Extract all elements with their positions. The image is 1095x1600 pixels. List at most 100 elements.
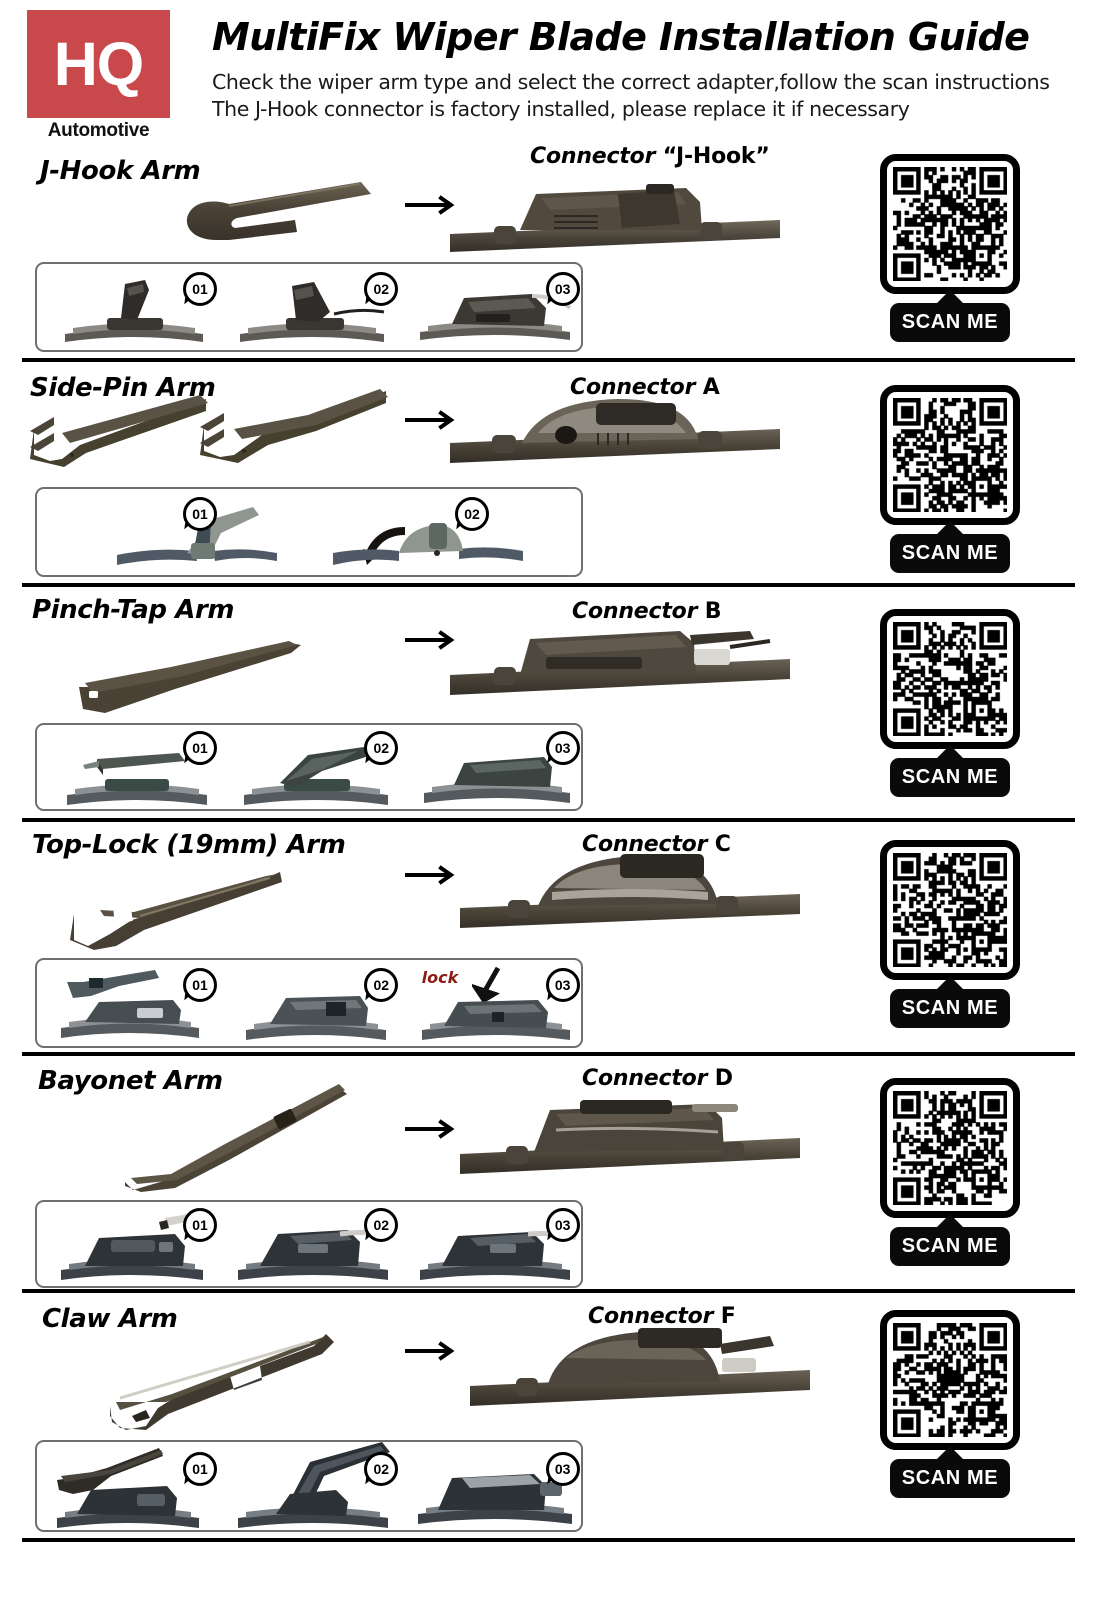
flow-arrow-icon xyxy=(405,627,461,653)
connector-illustration-a xyxy=(450,395,780,477)
qr-block[interactable]: SCAN ME xyxy=(860,385,1040,573)
step-number: 01 xyxy=(192,506,208,522)
step-cell: 01 xyxy=(37,725,218,809)
scan-me-badge[interactable]: SCAN ME xyxy=(890,745,1010,797)
step-number: 02 xyxy=(373,977,390,993)
flow-arrow-icon xyxy=(405,1116,461,1142)
connector-title: Connector D xyxy=(582,1066,733,1091)
arm-illustration-side-pin-2 xyxy=(190,387,390,475)
scan-me-badge[interactable]: SCAN ME xyxy=(890,1214,1010,1266)
step-badge: 02 xyxy=(364,1208,399,1242)
step-illustration xyxy=(240,978,392,1046)
step-badge: 01 xyxy=(183,272,217,306)
step-cell: 02 xyxy=(218,960,399,1046)
step-badge: 01 xyxy=(183,497,217,531)
step-cell: 02 xyxy=(218,1202,399,1286)
connector-code: A xyxy=(702,375,720,400)
arm-illustration-j-hook xyxy=(145,178,375,258)
section-bayonet: Bayonet Arm Connector D xyxy=(0,1052,1095,1293)
step-badge: 02 xyxy=(455,497,489,531)
connector-code: “J-Hook” xyxy=(662,144,770,169)
section-pinch-tap: Pinch-Tap Arm Connector B xyxy=(0,585,1095,822)
qr-block[interactable]: SCAN ME xyxy=(860,154,1040,342)
qr-block[interactable]: SCAN ME xyxy=(860,1310,1040,1498)
step-illustration xyxy=(414,274,580,348)
connector-illustration-f xyxy=(470,1322,810,1418)
step-cell: 02 xyxy=(218,264,399,350)
connector-prefix: Connector xyxy=(572,599,698,624)
step-badge: 01 xyxy=(183,1452,217,1486)
step-number: 01 xyxy=(192,1217,208,1233)
header-text-block: MultiFix Wiper Blade Installation Guide … xyxy=(212,15,1082,123)
step-cell: 01 xyxy=(37,489,309,575)
qr-code[interactable] xyxy=(880,385,1020,525)
connector-code: B xyxy=(704,599,722,624)
qr-code[interactable] xyxy=(880,1310,1020,1450)
section-divider xyxy=(22,1538,1075,1542)
arm-illustration-claw xyxy=(110,1332,340,1432)
step-illustration xyxy=(412,1452,580,1530)
scan-me-badge[interactable]: SCAN ME xyxy=(890,290,1010,342)
scan-me-badge[interactable]: SCAN ME xyxy=(890,1446,1010,1498)
step-illustration xyxy=(117,503,277,575)
connector-prefix: Connector xyxy=(570,375,696,400)
logo-text: HQ xyxy=(53,29,144,98)
scan-me-badge[interactable]: SCAN ME xyxy=(890,521,1010,573)
connector-prefix: Connector xyxy=(582,832,708,857)
step-cell: 02 xyxy=(218,725,399,809)
qr-block[interactable]: SCAN ME xyxy=(860,840,1040,1028)
step-illustration xyxy=(418,737,578,809)
step-box: 01 02 lock xyxy=(35,958,583,1048)
qr-code[interactable] xyxy=(880,840,1020,980)
step-badge: 02 xyxy=(364,968,399,1002)
step-badge: 03 xyxy=(545,731,580,765)
section-divider xyxy=(22,358,1075,362)
flow-arrow-icon xyxy=(405,1338,461,1364)
step-illustration xyxy=(61,735,213,809)
step-number: 01 xyxy=(192,1461,208,1477)
step-cell: 03 xyxy=(400,1202,581,1286)
step-illustration xyxy=(234,272,394,348)
qr-code[interactable] xyxy=(880,154,1020,294)
scan-me-label: SCAN ME xyxy=(901,1467,999,1489)
qr-block[interactable]: SCAN ME xyxy=(860,1078,1040,1266)
qr-code[interactable] xyxy=(880,609,1020,749)
connector-illustration-b xyxy=(450,617,790,707)
page-header: HQ Automotive MultiFix Wiper Blade Insta… xyxy=(0,0,1095,150)
step-badge: 02 xyxy=(364,272,399,306)
step-cell: 01 xyxy=(37,1202,218,1286)
header-subtitle-1: Check the wiper arm type and select the … xyxy=(212,69,1050,94)
step-badge: 03 xyxy=(545,1208,580,1242)
step-illustration xyxy=(416,986,576,1046)
step-badge: 01 xyxy=(183,731,217,765)
step-cell: 01 xyxy=(37,264,218,350)
connector-title: Connector C xyxy=(582,832,731,857)
connector-code: D xyxy=(714,1066,733,1091)
section-top-lock: Top-Lock (19mm) Arm Connector C xyxy=(0,818,1095,1056)
connector-illustration-c xyxy=(460,848,800,940)
page-title: MultiFix Wiper Blade Installation Guide xyxy=(212,15,1030,59)
step-number: 03 xyxy=(554,740,571,756)
qr-code[interactable] xyxy=(880,1078,1020,1218)
connector-illustration-j-hook xyxy=(450,172,780,262)
arm-illustration-bayonet xyxy=(125,1082,360,1192)
connector-title: Connector “J-Hook” xyxy=(530,144,770,169)
scan-me-badge[interactable]: SCAN ME xyxy=(890,976,1010,1028)
step-illustration xyxy=(51,1446,207,1530)
step-cell: 03 xyxy=(400,1442,581,1530)
step-illustration xyxy=(333,507,523,575)
arm-illustration-side-pin xyxy=(20,393,210,471)
flow-arrow-icon xyxy=(405,862,461,888)
step-badge: 03 xyxy=(545,272,580,306)
step-badge: 03 xyxy=(545,1452,580,1486)
arm-title: Top-Lock (19mm) Arm xyxy=(32,830,346,860)
step-number: 03 xyxy=(554,1461,571,1477)
qr-block[interactable]: SCAN ME xyxy=(860,609,1040,797)
scan-me-label: SCAN ME xyxy=(901,542,999,564)
step-number: 03 xyxy=(554,977,571,993)
connector-code: F xyxy=(720,1304,736,1329)
arm-illustration-pinch-tap xyxy=(75,637,305,715)
section-divider xyxy=(22,818,1075,822)
header-subtitle-2: The J-Hook connector is factory installe… xyxy=(212,96,910,121)
step-box: 01 02 xyxy=(35,262,583,352)
